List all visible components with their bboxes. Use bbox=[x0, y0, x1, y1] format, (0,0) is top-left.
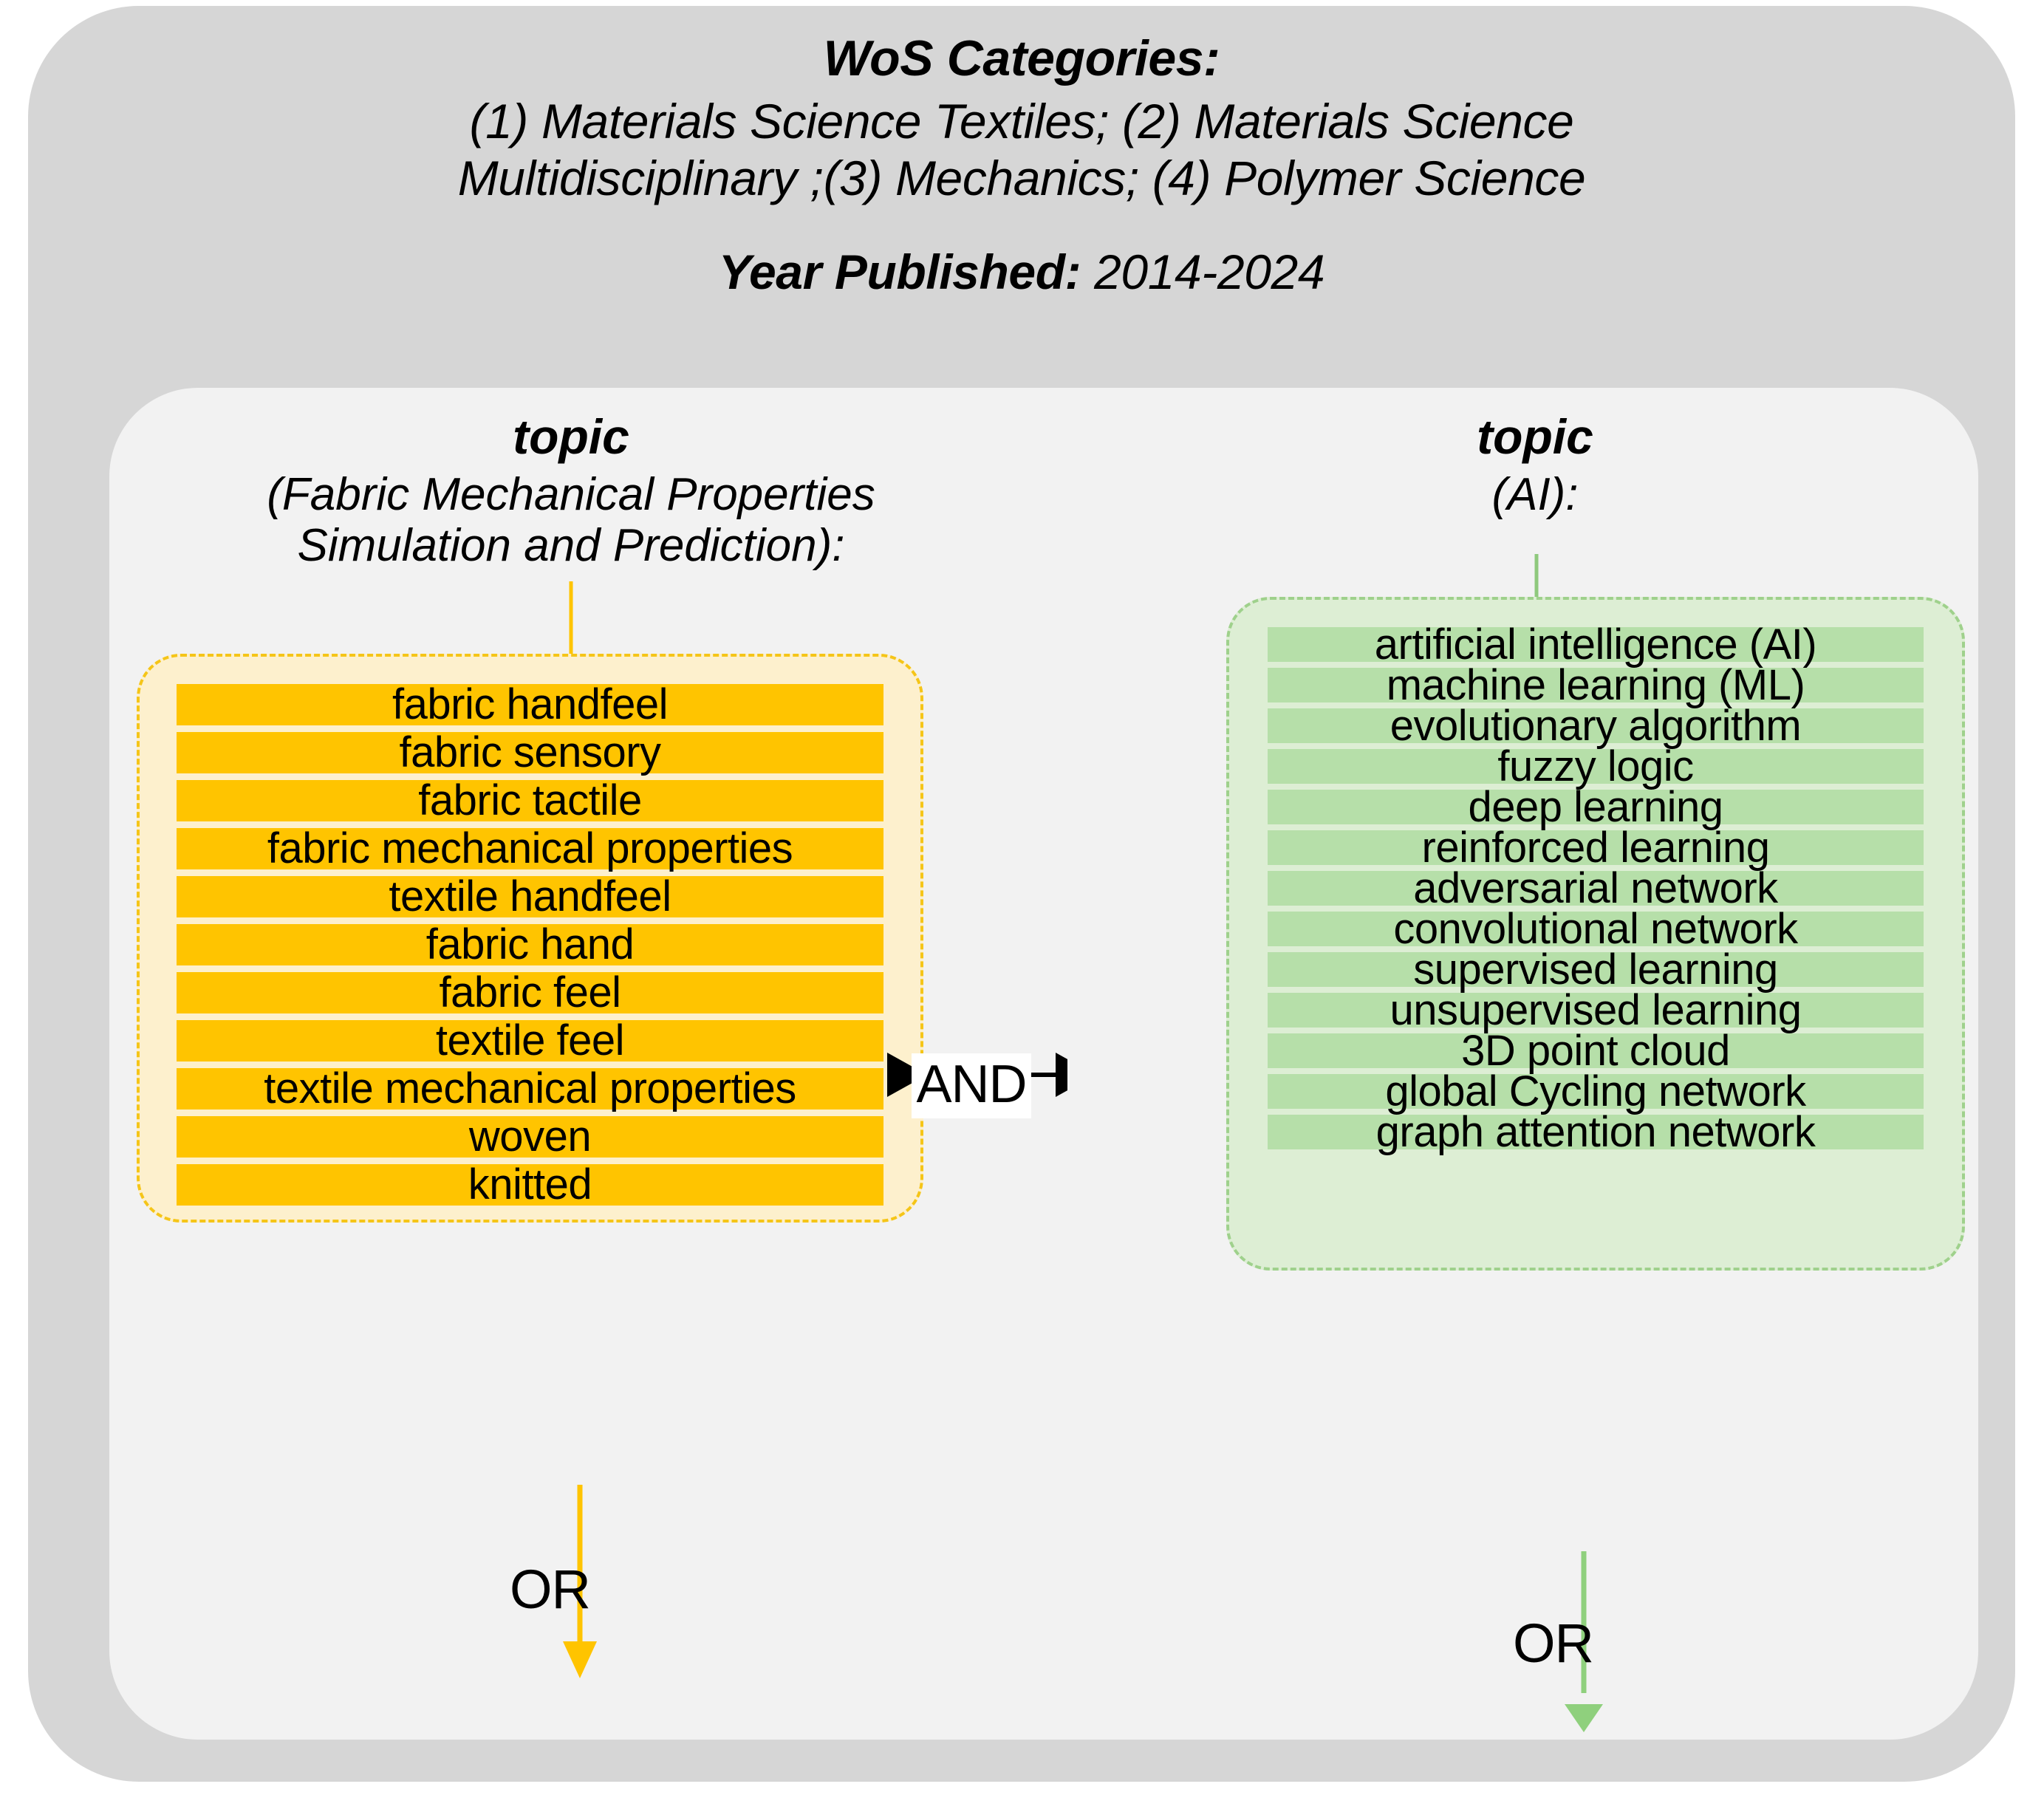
wos-categories-title: WoS Categories: bbox=[823, 30, 1220, 86]
right-or-arrow-icon bbox=[1565, 1551, 1603, 1732]
term-item[interactable]: evolutionary algorithm bbox=[1268, 704, 1924, 747]
term-item[interactable]: global Cycling network bbox=[1268, 1070, 1924, 1112]
term-item[interactable]: machine learning (ML) bbox=[1268, 663, 1924, 706]
term-item[interactable]: textile mechanical properties bbox=[177, 1067, 883, 1110]
right-or-operator-label: OR bbox=[1513, 1613, 1594, 1674]
wos-categories-line-1: (1) Materials Science Textiles; (2) Mate… bbox=[469, 93, 1574, 148]
term-item[interactable]: graph attention network bbox=[1268, 1110, 1924, 1153]
and-operator-label: AND bbox=[912, 1053, 1031, 1118]
left-stub-line bbox=[569, 581, 573, 663]
term-item[interactable]: reinforced learning bbox=[1268, 826, 1924, 869]
left-column-heading: topic (Fabric Mechanical Properties Simu… bbox=[109, 409, 1033, 572]
wos-categories-line-2: Multidisciplinary ;(3) Mechanics; (4) Po… bbox=[457, 150, 1586, 205]
term-item[interactable]: fabric feel bbox=[177, 971, 883, 1014]
right-term-list: artificial intelligence (AI) machine lea… bbox=[1268, 623, 1924, 1155]
and-connector: AND bbox=[875, 1045, 1067, 1126]
left-or-arrow-icon bbox=[563, 1485, 597, 1678]
right-or-connector: OR bbox=[1507, 1551, 1669, 1788]
right-term-group-box: artificial intelligence (AI) machine lea… bbox=[1226, 597, 1965, 1271]
year-published-line: Year Published: 2014-2024 bbox=[28, 244, 2015, 301]
left-topic-word: topic bbox=[513, 409, 629, 464]
term-item[interactable]: fuzzy logic bbox=[1268, 745, 1924, 787]
year-published-value: 2014-2024 bbox=[1094, 244, 1325, 299]
right-topic-word: topic bbox=[1477, 409, 1593, 464]
term-item[interactable]: textile handfeel bbox=[177, 875, 883, 918]
left-or-operator-label: OR bbox=[510, 1559, 591, 1620]
term-item[interactable]: fabric sensory bbox=[177, 731, 883, 774]
term-item[interactable]: convolutional network bbox=[1268, 907, 1924, 950]
term-item[interactable]: 3D point cloud bbox=[1268, 1029, 1924, 1072]
term-item[interactable]: unsupervised learning bbox=[1268, 988, 1924, 1031]
right-stub-line bbox=[1534, 554, 1539, 600]
year-published-label: Year Published: bbox=[718, 244, 1081, 299]
left-or-connector: OR bbox=[502, 1485, 665, 1714]
and-double-arrow-icon bbox=[887, 1053, 1067, 1097]
left-term-list: fabric handfeel fabric sensory fabric ta… bbox=[177, 683, 883, 1212]
header-block: WoS Categories: (1) Materials Science Te… bbox=[28, 30, 2015, 301]
term-item[interactable]: fabric hand bbox=[177, 923, 883, 966]
term-item[interactable]: supervised learning bbox=[1268, 948, 1924, 991]
term-item[interactable]: deep learning bbox=[1268, 785, 1924, 828]
left-term-group-box: fabric handfeel fabric sensory fabric ta… bbox=[137, 654, 923, 1223]
term-item[interactable]: knitted bbox=[177, 1163, 883, 1206]
term-item[interactable]: fabric handfeel bbox=[177, 683, 883, 726]
right-topic-detail: (AI): bbox=[1491, 468, 1579, 520]
term-item[interactable]: fabric tactile bbox=[177, 779, 883, 822]
right-column-heading: topic (AI): bbox=[1092, 409, 1978, 520]
term-item[interactable]: artificial intelligence (AI) bbox=[1268, 623, 1924, 666]
inner-panel: topic (Fabric Mechanical Properties Simu… bbox=[109, 388, 1978, 1740]
term-item[interactable]: adversarial network bbox=[1268, 866, 1924, 909]
term-item[interactable]: textile feel bbox=[177, 1019, 883, 1062]
term-item[interactable]: woven bbox=[177, 1115, 883, 1158]
term-item[interactable]: fabric mechanical properties bbox=[177, 827, 883, 870]
left-topic-detail: (Fabric Mechanical Properties Simulation… bbox=[267, 468, 875, 572]
